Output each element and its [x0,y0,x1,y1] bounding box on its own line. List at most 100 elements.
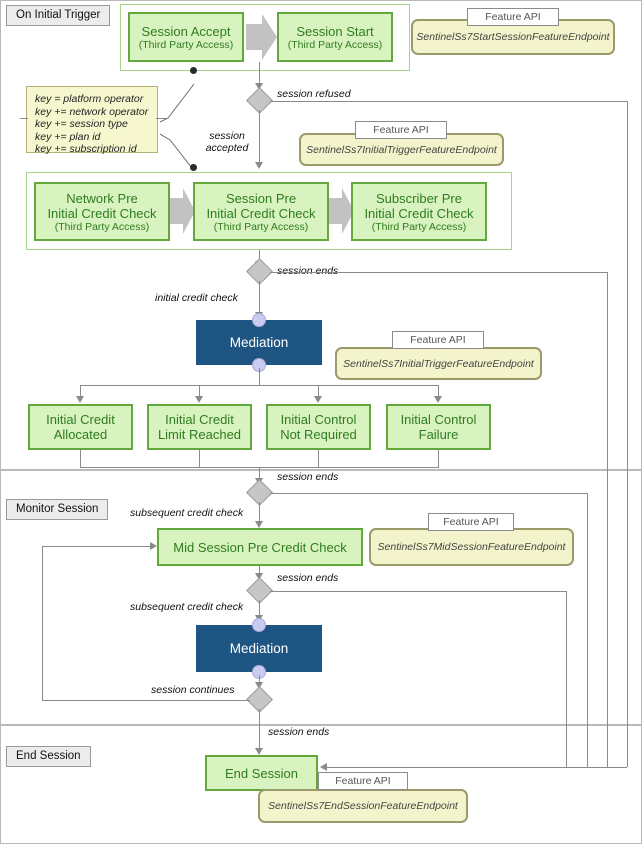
key-line: key += plan id [35,130,101,143]
edge-label-session-ends-4: session ends [268,726,330,738]
edge-to-end-session [259,709,260,752]
chevron-arrow-icon [329,188,354,234]
edge-session-ends-1-vertical [607,272,608,767]
arrow-down-icon [76,396,84,403]
edge-label-session-refused: session refused [277,88,351,100]
edge-fanout-branch-2 [199,385,200,399]
node-session-start[interactable]: Session Start (Third Party Access) [277,12,393,62]
anchor-dot-session-accept [190,67,197,74]
node-session-pre-initial-credit-check[interactable]: Session Pre Initial Credit Check (Third … [193,182,329,241]
arrow-left-icon [320,763,327,771]
edge-to-mediation-2 [259,600,260,621]
node-initial-control-failure[interactable]: Initial Control Failure [386,404,491,450]
node-title-2: Initial Credit Check [364,205,474,221]
node-mediation-initial[interactable]: Mediation [196,320,322,365]
edge-session-refused-vertical [627,101,628,767]
edge-mediation-fanout-stem [259,368,260,385]
feature-api-tab: Feature API [355,121,447,139]
node-subtitle: (Third Party Access) [371,220,467,233]
edge-right-routes-into-end-session [327,767,627,768]
edge-session-accepted [259,110,260,164]
arrow-right-icon [150,542,157,550]
pane-label-monitor-session: Monitor Session [6,499,109,520]
feature-api-tab: Feature API [318,772,408,790]
edge-session-ends-2-vertical [587,493,588,767]
key-line: key += network operator [35,105,149,118]
feature-api-note-end-session: SentinelSs7EndSessionFeatureEndpoint [258,789,468,823]
edge-label-initial-credit-check: initial credit check [155,292,238,304]
note-leader-elbow-lower [160,133,193,169]
feature-api-endpoint: SentinelSs7InitialTriggerFeatureEndpoint [343,357,534,370]
node-network-pre-initial-credit-check[interactable]: Network Pre Initial Credit Check (Third … [34,182,170,241]
edge-loopback-vertical [42,546,43,700]
node-title: Initial Credit [165,412,234,427]
node-title: End Session [225,765,298,781]
note-leader-line [20,118,28,119]
feature-api-endpoint: SentinelSs7MidSessionFeatureEndpoint [377,541,566,553]
edge-session-ends-1-horizontal [270,272,607,273]
node-title-2: Not Required [280,427,357,442]
key-line: key = platform operator [35,93,144,105]
edge-mediation2-to-decision [259,675,260,688]
node-title: Session Pre [225,190,297,206]
edge-midsession-to-decision [259,566,260,579]
edge-mediation-fanout-bus [80,385,439,386]
node-initial-credit-limit-reached[interactable]: Initial Credit Limit Reached [147,404,252,450]
node-title: Initial Control [400,412,477,427]
edge-to-mid-session [259,502,260,525]
edge-session-ends-3-vertical [566,591,567,767]
node-title-2: Initial Credit Check [47,205,157,221]
arrow-down-icon [255,83,263,90]
edge-session-start-to-decision [259,62,260,85]
arrow-down-icon [195,396,203,403]
chevron-arrow-icon [170,188,195,234]
edge-session-refused-horizontal [270,101,627,102]
node-subtitle: (Third Party Access) [287,38,383,51]
edge-session-ends-2-horizontal [270,493,587,494]
node-title: Subscriber Pre [376,190,462,206]
edge-fanout-branch-1 [80,385,81,399]
edge-label-session-ends-2: session ends [277,471,339,483]
edge-label-subsequent-credit-check-2: subsequent credit check [130,601,244,613]
arrow-down-icon [255,573,263,580]
arrow-down-icon [255,162,263,169]
node-title: Mediation [229,335,289,350]
edge-loopback-horizontal-top [42,546,150,547]
edge-fanin-stem [259,467,260,481]
edge-label-line: session [209,130,245,142]
feature-api-tab: Feature API [428,513,514,531]
pane-label-end-session: End Session [6,746,91,767]
edge-to-mediation-1 [259,281,260,320]
node-title: Network Pre [66,190,138,206]
node-title: Mid Session Pre Credit Check [173,539,347,555]
edge-fanout-branch-4 [438,385,439,399]
node-subtitle: (Third Party Access) [138,38,234,51]
arrow-down-icon [434,396,442,403]
node-end-session[interactable]: End Session [205,755,318,791]
edge-fanin-branch-2 [199,450,200,467]
edge-fanin-branch-1 [80,450,81,467]
mediation-pin-top [252,313,266,327]
node-initial-control-not-required[interactable]: Initial Control Not Required [266,404,371,450]
edge-fanin-branch-4 [438,450,439,467]
edge-label-subsequent-credit-check-1: subsequent credit check [130,507,244,519]
feature-api-note-initial-trigger-b: SentinelSs7InitialTriggerFeatureEndpoint [335,347,542,380]
edge-label-session-ends-1: session ends [277,265,339,277]
pane-label-on-initial-trigger: On Initial Trigger [6,5,111,26]
node-initial-credit-allocated[interactable]: Initial Credit Allocated [28,404,133,450]
node-subtitle: (Third Party Access) [54,220,150,233]
edge-label-session-continues: session continues [151,684,235,696]
edge-session-ends-3-horizontal [270,591,566,592]
node-title: Session Accept [141,23,231,39]
feature-api-tab: Feature API [392,331,484,349]
node-subscriber-pre-initial-credit-check[interactable]: Subscriber Pre Initial Credit Check (Thi… [351,182,487,241]
chevron-arrow-icon [246,14,277,60]
key-line: key += session type [35,118,128,131]
node-title: Initial Control [280,412,357,427]
node-session-accept[interactable]: Session Accept (Third Party Access) [128,12,244,62]
note-leader-elbow-upper [160,83,195,123]
node-mid-session-pre-credit-check[interactable]: Mid Session Pre Credit Check [157,528,363,566]
edge-label-session-accepted: session accepted [200,130,254,154]
node-title-2: Allocated [53,427,108,442]
node-title-2: Initial Credit Check [206,205,316,221]
